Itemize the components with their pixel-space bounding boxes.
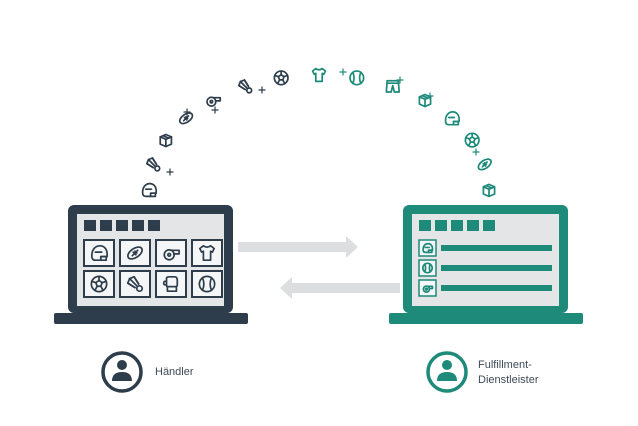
merchant-toolbar — [84, 220, 160, 231]
toolbar-square — [84, 220, 96, 231]
fulfillment-label-line2: Dienstleister — [478, 374, 539, 386]
soccer-ball-icon — [273, 70, 289, 86]
football-icon — [477, 158, 492, 171]
toolbar-square — [132, 220, 144, 231]
soccer-ball-icon — [90, 275, 108, 293]
sparkle — [183, 108, 191, 116]
helmet-icon — [90, 244, 108, 262]
merchant-avatar — [101, 351, 143, 393]
merchant-laptop — [54, 205, 248, 324]
boxing-glove-icon — [162, 275, 179, 293]
sparkle — [339, 68, 347, 76]
baseball-icon — [349, 70, 365, 86]
sparkles — [166, 68, 480, 176]
product-cell — [191, 270, 223, 298]
sparkle — [396, 76, 404, 84]
order-arrow-right — [238, 236, 358, 258]
toolbar-square — [116, 220, 128, 231]
package-icon — [482, 183, 496, 198]
package-icon — [159, 133, 173, 148]
package-icon — [418, 93, 432, 108]
sparkle — [166, 168, 174, 176]
product-grid — [83, 239, 223, 298]
order-list — [418, 239, 552, 297]
soccer-ball-icon — [464, 132, 480, 148]
fulfillment-label: Fulfillment- Dienstleister — [478, 358, 539, 388]
sparkle — [426, 92, 434, 100]
product-cell — [83, 270, 115, 298]
jersey-icon — [198, 244, 216, 262]
toolbar-square — [419, 220, 431, 231]
product-cell — [155, 270, 187, 298]
order-line — [441, 245, 552, 251]
fulfillment-laptop — [389, 205, 583, 324]
football-icon — [178, 112, 194, 125]
toolbar-square — [451, 220, 463, 231]
sparkle — [258, 86, 266, 94]
shipping-arc — [141, 67, 496, 198]
helmet-icon — [141, 182, 158, 198]
whistle-icon — [422, 285, 434, 293]
toolbar-square — [467, 220, 479, 231]
football-icon — [127, 246, 143, 260]
product-cell — [83, 239, 115, 267]
baseball-icon — [421, 262, 434, 274]
helmet-icon — [422, 242, 434, 254]
sparkle — [211, 106, 219, 114]
shuttlecock-icon — [237, 79, 253, 94]
toolbar-square — [100, 220, 112, 231]
order-line — [441, 285, 552, 291]
fulfillment-avatar — [426, 351, 468, 393]
helmet-icon — [444, 111, 460, 126]
toolbar-square — [435, 220, 447, 231]
toolbar-square — [148, 220, 160, 231]
order-line — [441, 265, 552, 271]
fulfillment-toolbar — [419, 220, 495, 231]
shorts-icon — [385, 79, 401, 93]
sparkle — [472, 148, 480, 156]
shuttlecock-icon — [126, 275, 144, 293]
toolbar-square — [483, 220, 495, 231]
order-thumb — [418, 259, 437, 277]
return-arrow-left — [280, 277, 400, 299]
merchant-label: Händler — [155, 366, 194, 378]
shuttlecock-icon — [146, 157, 161, 172]
whistle-icon — [206, 96, 222, 107]
product-cell — [191, 239, 223, 267]
baseball-icon — [198, 275, 216, 293]
jersey-icon — [311, 67, 327, 83]
fulfillment-label-line1: Fulfillment- — [478, 359, 532, 371]
product-cell — [155, 239, 187, 267]
whistle-icon — [163, 248, 180, 261]
